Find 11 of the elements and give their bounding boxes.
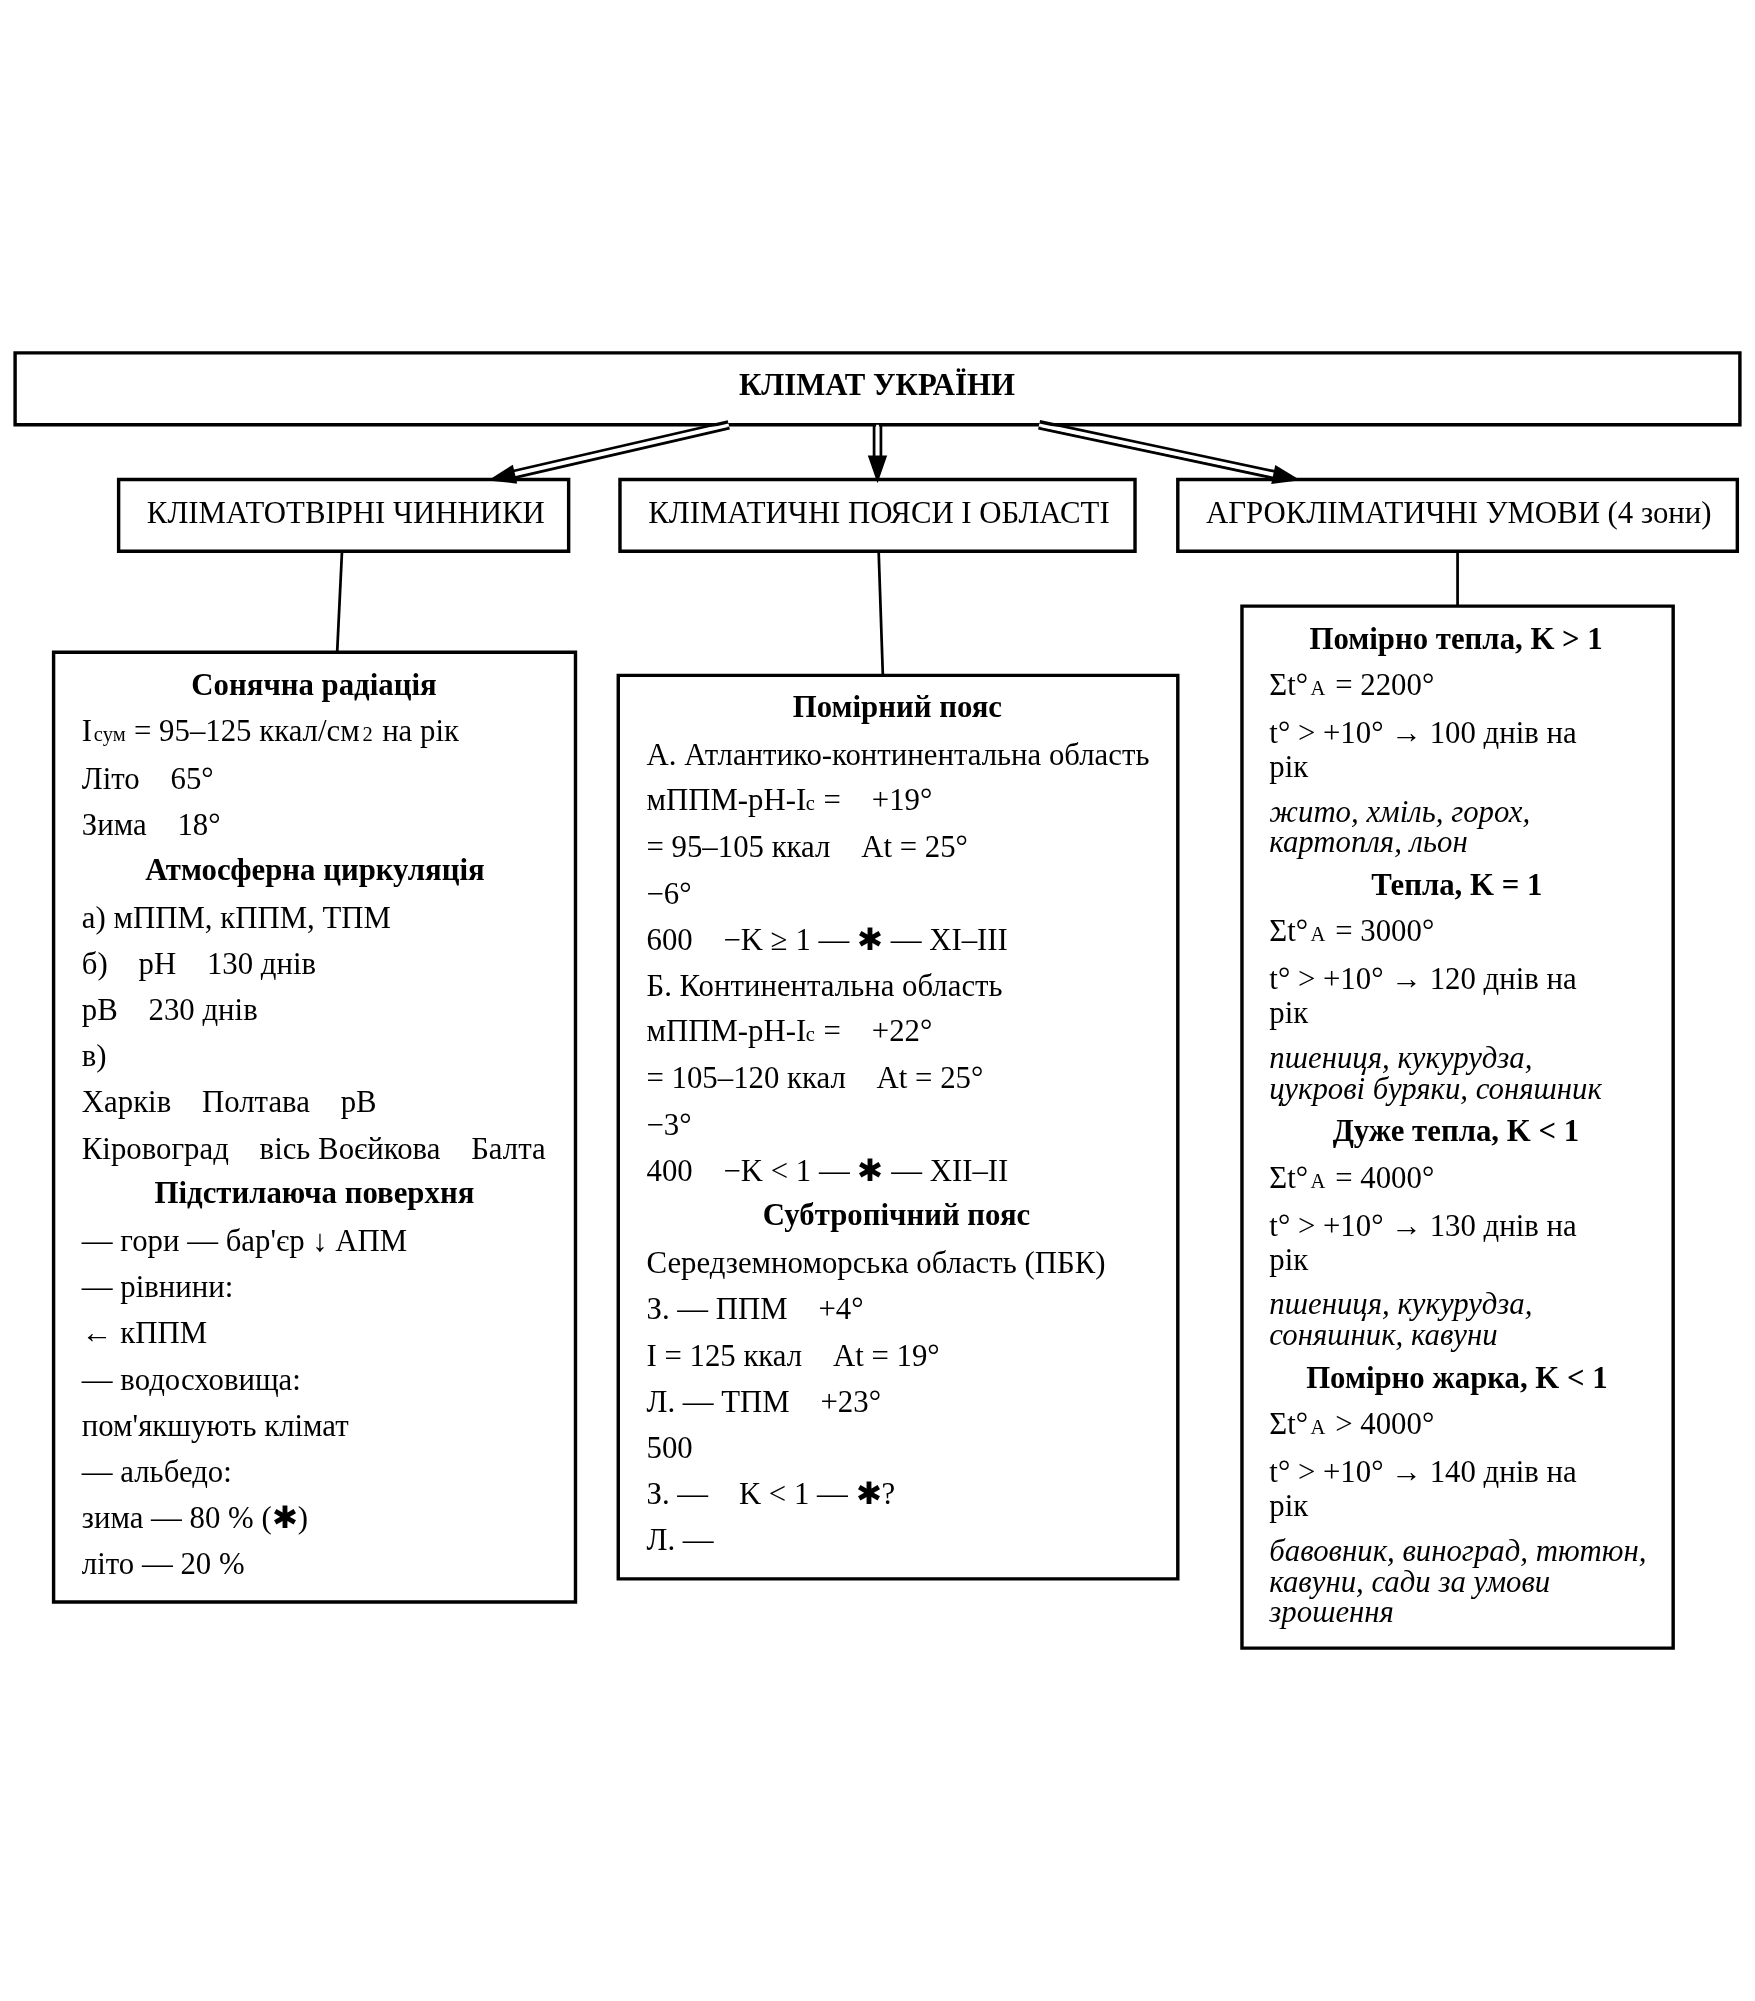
node-box: КЛІМАТ УКРАЇНИ bbox=[13, 351, 1742, 427]
node-box: КЛІМАТИЧНІ ПОЯСИ І ОБЛАСТІ bbox=[618, 477, 1137, 554]
arrow bbox=[867, 424, 888, 484]
connector bbox=[877, 551, 885, 675]
connector bbox=[335, 551, 344, 652]
node-box: Помірний пояс А. Атлантико-континентальна область мППМ-рН-Iс = +19° = 95–105 ккал At = 25° −6° 600 −K ≥ 1 — ✱ — XI–III Б. Континентальна область мППМ-рН-Iс = +22° = 105–120 ккал At = 25° −3° 400 −K < 1 — ✱ — XII–II Субтропічний пояс Середземноморська область (ПБК) З. — ППМ +4° I = 125 ккал At = 19° Л. — ТПМ +23° 500 З. — K < 1 — ✱? Л. — bbox=[616, 673, 1180, 1581]
node-box: АГРОКЛІМАТИЧНІ УМОВИ (4 зони) bbox=[1176, 477, 1740, 554]
node-box: Сонячна радіація Iсум = 95–125 ккал/см2 на рік Літо 65° Зима 18° Атмосферна циркуляція а) мППМ, кППМ, ТПМ б) рН 130 днів рВ 230 днів в) Харків Полтава рВ Кіровоград вісь Воєйкова Балта Підстилаюча поверхня — гори — бар'єр ↓ АПМ — рівнини: ← кППМ — водосховища: пом'якшують клімат — альбедо: зима — 80 % (✱) літо — 20 % bbox=[51, 650, 578, 1604]
node-box: Помірно тепла, K > 1 Σt°А = 2200° t° > +10° → 100 днів на рік жито, хміль, горох, картопля, льон Тепла, K = 1 Σt°А = 3000° t° > +10° → 120 днів на рік пшениця, кукурудза, цукрові буряки, соняшник Дуже тепла, K < 1 Σt°А = 4000° t° > +10° → 130 днів на рік пшениця, кукурудза, соняшник, кавуни Помірно жарка, K < 1 Σt°А > 4000° t° > +10° → 140 днів на рік бавовник, виноград, тютюн, кавуни, сади за умови зрошення bbox=[1240, 604, 1675, 1650]
connector bbox=[1456, 551, 1459, 606]
node-box: КЛІМАТОТВІРНІ ЧИННИКИ bbox=[116, 477, 571, 554]
